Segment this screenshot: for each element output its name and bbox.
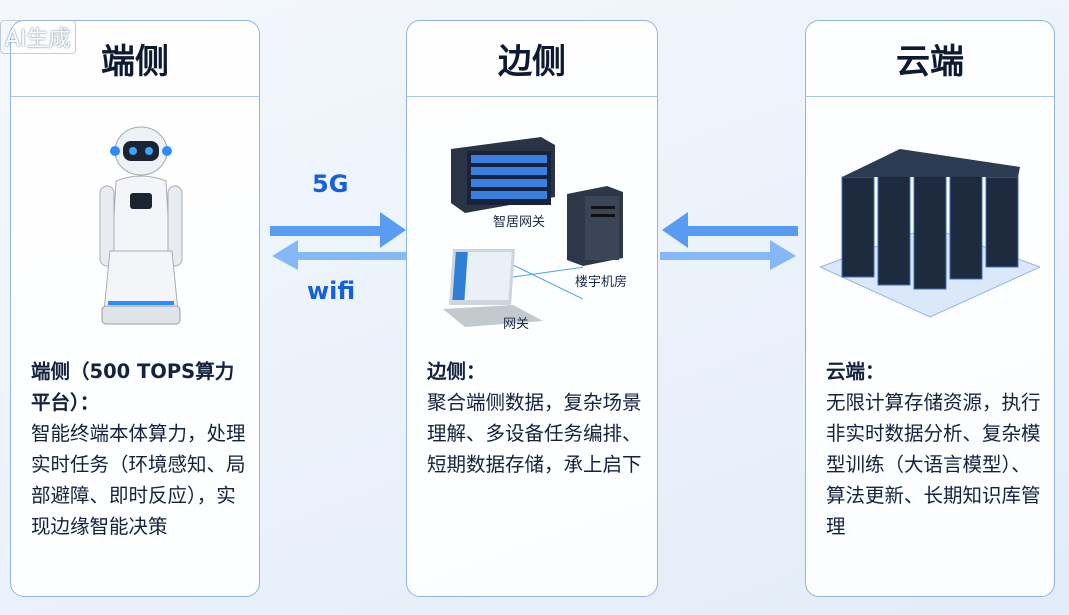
laptop-icon (443, 249, 583, 327)
cloud-desc: 无限计算存储资源，执行非实时数据分析、复杂模型训练（大语言模型）、算法更新、长期… (826, 391, 1041, 538)
bidirectional-arrow-icon (660, 212, 798, 270)
data-center-icon (820, 149, 1040, 318)
watermark: AI生成 (0, 20, 76, 54)
building-room-label: 楼宇机房 (575, 275, 628, 290)
edge-desc: 聚合端侧数据，复杂场景理解、多设备任务编排、短期数据存储，承上启下 (427, 391, 642, 476)
device-panel: 端侧 端侧（500 TOPS算力平台）： 智能终端本体算力，处理实时任务（环境感… (10, 20, 260, 597)
cloud-panel: 云端 云端： 无限计算存储资源，执行非实时数据分析、复杂模型训练（大语言模型）、… (805, 20, 1055, 597)
device-desc-title: 端侧（500 TOPS算力平台）： (31, 360, 235, 414)
cloud-desc-title: 云端： (826, 360, 885, 383)
cloud-title: 云端 (806, 21, 1054, 97)
device-title: 端侧 (11, 21, 259, 97)
bidirectional-arrow-icon (270, 212, 408, 270)
edge-panel: 边侧 智居网关 楼宇机房 网关 边侧： 聚合端侧数据，复杂场景理解、多设备任务编… (406, 20, 658, 597)
edge-title: 边侧 (407, 21, 657, 97)
robot-illustration (99, 126, 183, 325)
rack-server-icon (451, 137, 555, 213)
gateway-label: 网关 (503, 317, 530, 332)
edge-desc-title: 边侧： (427, 360, 486, 383)
tower-server-icon (567, 186, 623, 266)
5g-label: 5G (312, 170, 349, 198)
device-desc: 智能终端本体算力，处理实时任务（环境感知、局部避障、即时反应），实现边缘智能决策 (31, 422, 246, 538)
wifi-label: wifi (307, 277, 356, 305)
smart-home-gateway-label: 智居网关 (493, 215, 546, 230)
